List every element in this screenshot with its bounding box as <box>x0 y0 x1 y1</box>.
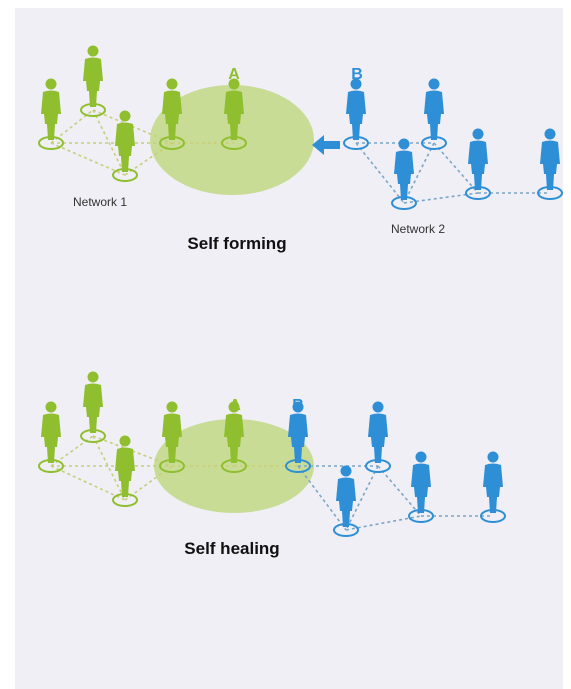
person-icon <box>83 371 103 433</box>
person-icon <box>540 128 560 190</box>
network-2-people <box>346 78 560 200</box>
person-icon <box>468 128 488 190</box>
person-icon <box>83 45 103 107</box>
self-healing-caption: Self healing <box>184 539 279 558</box>
arrow-left-icon <box>312 135 340 155</box>
person-icon <box>394 138 414 200</box>
merge-zone <box>150 85 314 195</box>
node-b-label: B <box>351 66 363 83</box>
node-a-label: A <box>228 66 240 83</box>
self-forming-caption: Self forming <box>187 234 286 253</box>
person-icon <box>368 401 388 463</box>
self-healing-scene: A B Self healing <box>38 371 506 558</box>
person-icon <box>424 78 444 140</box>
network-2-label: Network 2 <box>391 222 445 236</box>
person-icon <box>483 451 503 513</box>
node-b-label: B <box>292 397 304 414</box>
person-icon <box>411 451 431 513</box>
network-2-rings <box>343 136 563 210</box>
network-1-label: Network 1 <box>73 195 127 209</box>
person-icon <box>41 401 61 463</box>
self-forming-scene: A B Network 1 Network 2 Self forming <box>38 45 563 253</box>
person-icon <box>41 78 61 140</box>
node-a-label: A <box>229 397 241 414</box>
healed-blue-people <box>288 401 503 527</box>
healed-blue-rings <box>285 459 506 537</box>
person-icon <box>346 78 366 140</box>
person-icon <box>336 465 356 527</box>
network-2-links <box>355 142 550 204</box>
